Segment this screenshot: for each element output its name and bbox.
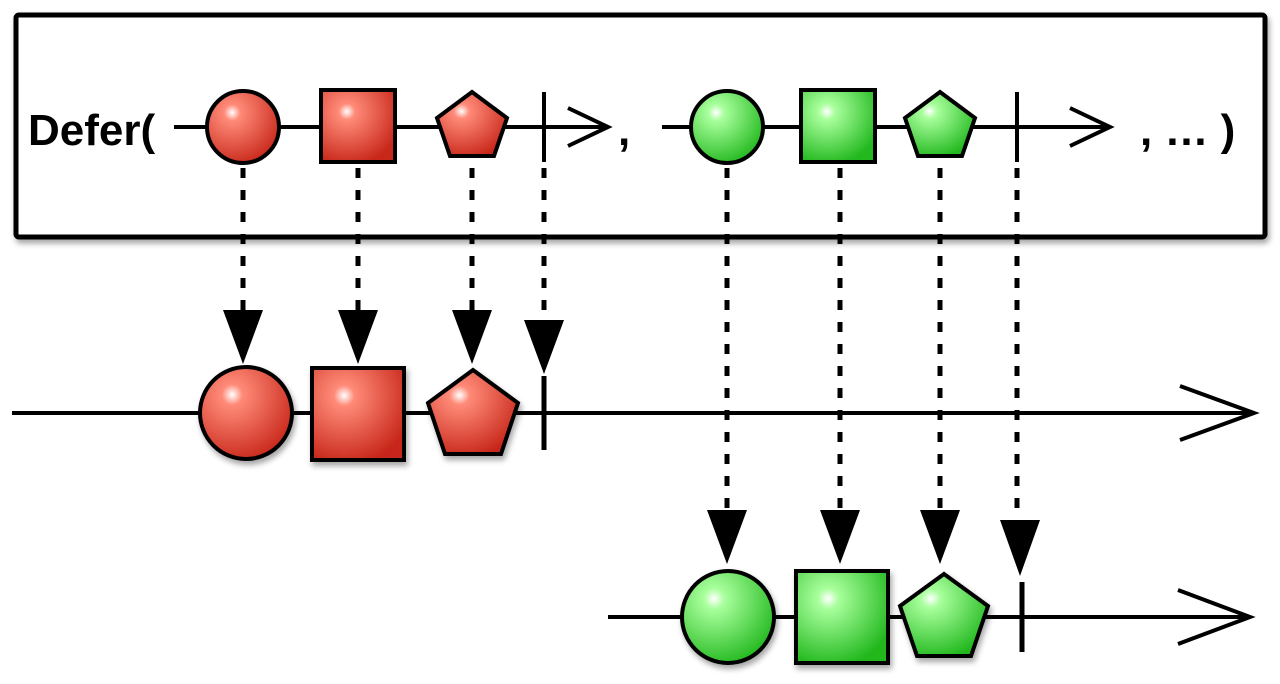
marble-green-pentagon — [897, 571, 991, 658]
marble-red-pentagon — [425, 367, 521, 456]
marble-red-pentagon — [434, 89, 510, 158]
timeline-arrowhead — [567, 106, 613, 148]
marble-green-circle — [680, 569, 776, 665]
down-arrow-icon — [524, 320, 564, 374]
marble-green-pentagon — [902, 89, 978, 158]
down-arrow-icon — [452, 310, 492, 364]
timeline-arrowhead — [1069, 106, 1115, 148]
marble-red-circle — [205, 89, 281, 165]
marble-green-circle — [689, 89, 765, 165]
down-arrow-icon — [223, 310, 263, 364]
operator-separator-label: , — [618, 106, 630, 155]
result-timeline-red — [12, 365, 1260, 462]
down-arrow-icon — [820, 510, 860, 564]
projection-arrowheads-green — [707, 510, 1040, 576]
operator-prefix-label: Defer( — [28, 106, 155, 155]
projection-arrows-green — [724, 168, 1020, 522]
operator-box — [13, 12, 1268, 240]
timeline-arrowhead — [1177, 588, 1256, 646]
down-arrow-icon — [920, 510, 960, 564]
source-timeline-red — [174, 88, 613, 165]
result-timeline-green — [608, 569, 1256, 665]
marble-green-square — [799, 88, 877, 164]
down-arrow-icon — [1000, 520, 1040, 576]
operator-suffix-label: , … ) — [1140, 106, 1235, 155]
down-arrow-icon — [707, 510, 747, 564]
source-timeline-green — [662, 88, 1115, 165]
marble-red-square — [310, 366, 406, 462]
timeline-arrowhead — [1179, 384, 1260, 442]
marble-red-square — [319, 88, 397, 164]
marble-red-circle — [198, 365, 294, 461]
marble-green-square — [794, 569, 890, 665]
down-arrow-icon — [338, 310, 378, 364]
projection-arrows-red — [240, 168, 547, 322]
projection-arrowheads-red — [223, 310, 564, 374]
